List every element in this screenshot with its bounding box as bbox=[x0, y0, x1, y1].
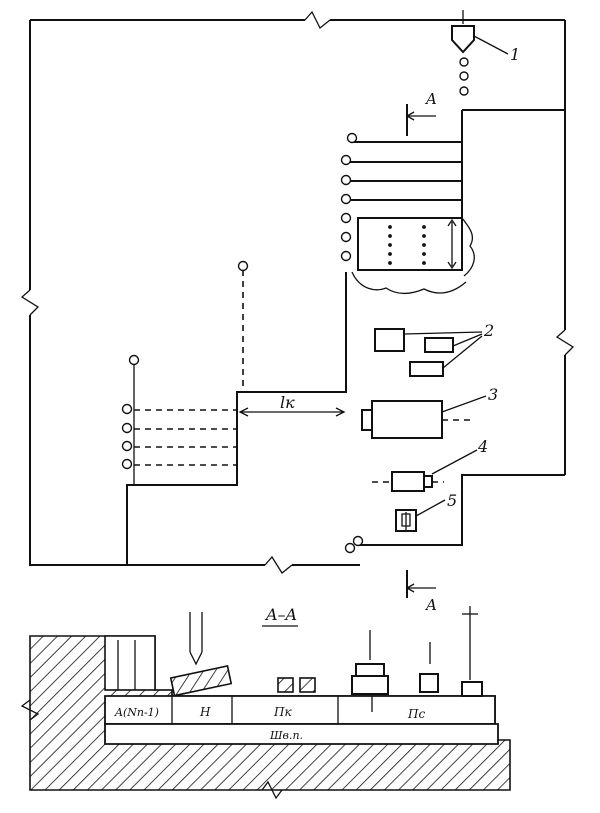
upper-nodes bbox=[340, 132, 358, 262]
length-dimension: lк bbox=[238, 393, 346, 417]
equipment-3-label: 3 bbox=[488, 385, 498, 404]
face-node-b bbox=[344, 542, 356, 554]
bench-top-right bbox=[461, 109, 565, 220]
break-mark-left bbox=[20, 289, 40, 316]
equipment-3: 3 bbox=[361, 385, 498, 439]
equipment-2: 2 bbox=[374, 321, 494, 377]
lower-dashed-layers bbox=[134, 409, 237, 466]
equipment-2-label: 2 bbox=[483, 321, 494, 340]
section-block-a bbox=[277, 677, 294, 693]
plan-view: lк 1 bbox=[20, 10, 575, 614]
section-mark-top-label: A bbox=[424, 90, 437, 108]
section-mark-bottom: A bbox=[405, 570, 437, 614]
break-mark-bottom bbox=[264, 555, 293, 574]
equipment-4: 4 bbox=[372, 437, 488, 492]
boundary-node bbox=[237, 260, 249, 272]
break-mark-right bbox=[555, 329, 575, 356]
equipment-5-label: 5 bbox=[447, 491, 457, 510]
blast-block bbox=[351, 217, 475, 295]
zone-label-shp: Шв.п. bbox=[269, 729, 303, 742]
section-mark-bottom-label: A bbox=[424, 596, 437, 614]
equipment-1: 1 bbox=[451, 10, 520, 96]
section-block-b bbox=[299, 677, 316, 693]
length-dimension-label: lк bbox=[280, 393, 295, 412]
section-break-left bbox=[20, 699, 40, 721]
face-node-a bbox=[352, 535, 364, 547]
upper-layers bbox=[350, 141, 462, 201]
lower-nodes bbox=[121, 354, 140, 470]
working-face-edge bbox=[126, 272, 347, 565]
face-right-lower bbox=[358, 474, 565, 546]
zone-label-pk: Пк bbox=[273, 705, 292, 719]
section-view: A–A bbox=[20, 605, 511, 800]
section-layers bbox=[104, 635, 499, 745]
plan-outer-boundary bbox=[29, 19, 565, 566]
section-mast bbox=[461, 606, 483, 697]
section-loader bbox=[419, 642, 439, 693]
zone-label-n: Н bbox=[199, 705, 211, 719]
equipment-1-label: 1 bbox=[510, 45, 520, 64]
section-mark-top: A bbox=[405, 90, 437, 136]
equipment-5: 5 bbox=[395, 491, 457, 532]
zone-label-ps: Пс bbox=[407, 707, 425, 721]
section-title: A–A bbox=[264, 605, 297, 624]
equipment-4-label: 4 bbox=[477, 437, 488, 456]
section-excavator bbox=[351, 630, 389, 695]
blast-holes bbox=[388, 225, 426, 265]
section-break-bottom bbox=[261, 780, 283, 800]
break-mark-top bbox=[304, 10, 331, 30]
zone-label-a: A(Nп-1) bbox=[114, 706, 159, 719]
section-drill-rig bbox=[169, 612, 233, 697]
